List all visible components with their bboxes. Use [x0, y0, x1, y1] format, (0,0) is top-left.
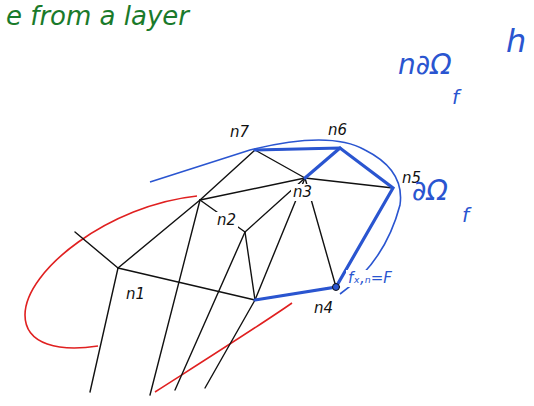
- mesh-edges: [75, 148, 393, 395]
- boundary-edges: [255, 148, 393, 300]
- mesh-edge: [90, 268, 118, 392]
- boundary-edge: [305, 148, 340, 178]
- text-label: fₓ,ₙ=F: [346, 270, 394, 287]
- text-label: ∂Ω: [412, 176, 448, 207]
- vertex-dot: [333, 284, 340, 291]
- text-label: n4: [312, 300, 335, 317]
- mesh-edge: [200, 178, 305, 200]
- heading-note: e from a layer: [6, 2, 189, 31]
- mesh-edge: [245, 232, 255, 300]
- red-curve: [155, 303, 292, 392]
- text-label: n1: [124, 286, 147, 303]
- mesh-edge: [75, 232, 118, 268]
- red-curve: [25, 196, 197, 348]
- mesh-edge: [255, 150, 305, 178]
- mesh-edge: [175, 232, 245, 390]
- text-label: f: [452, 86, 459, 108]
- mesh-edge: [150, 200, 200, 395]
- boundary-curve: [150, 140, 401, 294]
- mesh-edge: [200, 200, 245, 232]
- text-label: h: [506, 24, 526, 59]
- mesh-edge: [205, 300, 255, 388]
- boundary-edge: [255, 148, 393, 300]
- text-label: n7: [228, 124, 251, 141]
- text-label: n2: [215, 212, 238, 229]
- text-label: n3: [291, 184, 314, 201]
- text-label: n6: [326, 122, 349, 139]
- text-label: n∂Ω: [398, 50, 452, 81]
- text-label: f: [462, 204, 469, 226]
- mesh-edge: [305, 148, 340, 178]
- mesh-edge: [118, 200, 200, 268]
